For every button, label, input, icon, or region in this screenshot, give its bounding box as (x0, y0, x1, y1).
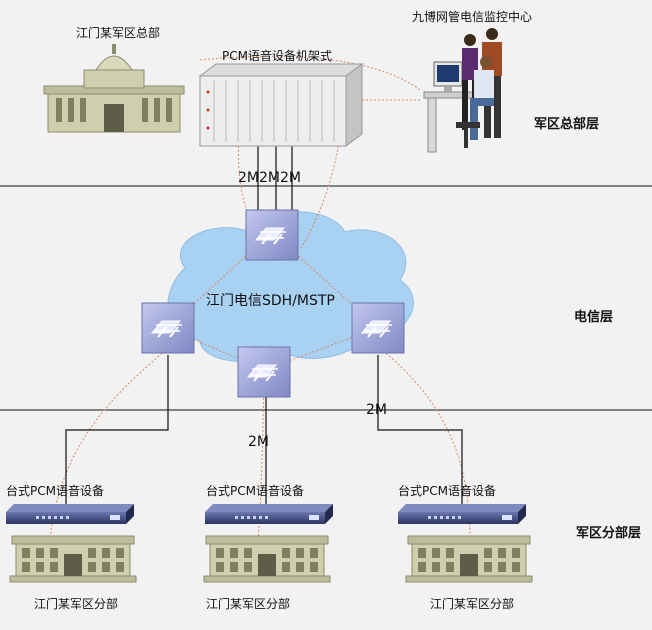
layer-hq-label: 军区总部层 (534, 117, 600, 132)
switch-right (351, 302, 405, 354)
branch-building-icon (203, 535, 331, 583)
solid-links (65, 145, 463, 505)
desk-pcm-label: 台式PCM语音设备 (6, 484, 104, 498)
layer-telecom-label: 电信层 (574, 310, 614, 325)
hq-label: 江门某军区总部 (76, 26, 161, 40)
link-2m-right-label: 2M (366, 402, 387, 418)
desk-pcm-device-icon (398, 504, 526, 524)
desk-pcm-label: 台式PCM语音设备 (206, 484, 304, 498)
branch-building-icon (9, 535, 137, 583)
cloud-label: 江门电信SDH/MSTP (206, 293, 335, 309)
switch-bottom (237, 346, 291, 398)
switch-left (141, 302, 195, 354)
branch-label: 江门某军区分部 (430, 597, 515, 611)
branch-label: 江门某军区分部 (206, 597, 291, 611)
branch-building-icon (405, 535, 533, 583)
layer-branch-label: 军区分部层 (576, 526, 642, 541)
hq-building-icon (43, 44, 185, 133)
monitor-center-icon (423, 28, 502, 153)
monitor-center-label: 九博网管电信监控中心 (412, 10, 533, 24)
link-2m-mid-label: 2M (248, 434, 269, 450)
pcm-rack-label: PCM语音设备机架式 (222, 49, 332, 63)
branch-label: 江门某军区分部 (34, 597, 119, 611)
link-2m-top-label: 2M2M2M (238, 170, 301, 186)
desk-pcm-label: 台式PCM语音设备 (398, 484, 496, 498)
switch-top (245, 209, 299, 261)
pcm-rack-icon (198, 63, 364, 147)
desk-pcm-device-icon (6, 504, 134, 524)
desk-pcm-device-icon (205, 504, 333, 524)
